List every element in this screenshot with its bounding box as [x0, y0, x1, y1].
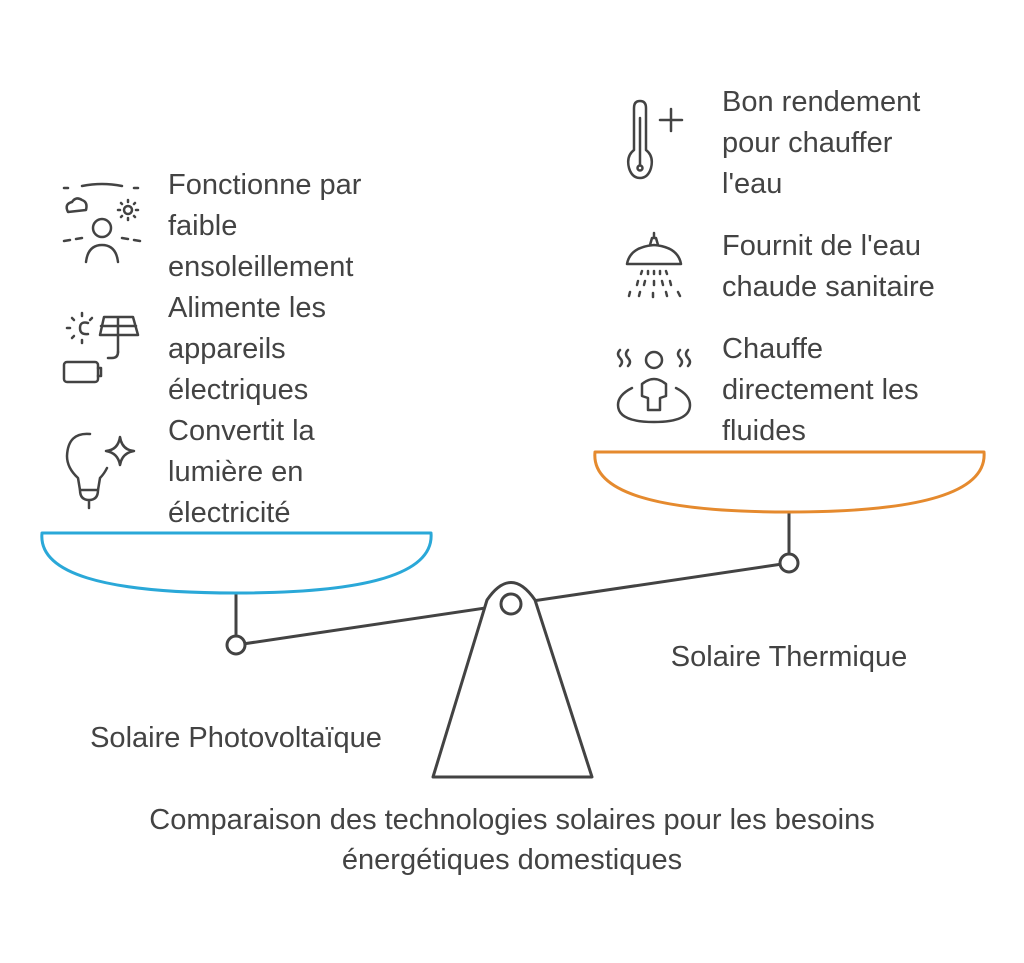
heated-person-icon	[616, 348, 692, 424]
text-line: Alimente les	[168, 292, 326, 324]
fulcrum	[431, 581, 594, 779]
text-line: chaude sanitaire	[722, 271, 935, 303]
text-line: fluides	[722, 415, 806, 447]
text-line: directement les	[722, 374, 919, 406]
text-line: ensoleillement	[168, 251, 354, 283]
text-line: faible	[168, 210, 238, 242]
title-line: Comparaison des technologies solaires po…	[149, 804, 875, 836]
right-item-1: Bon rendement pour chauffer l'eau	[722, 82, 920, 205]
left-item-2: Alimente les appareils électriques	[168, 288, 326, 411]
text-line: Chauffe	[722, 333, 824, 365]
text-line: Fournit de l'eau	[722, 230, 921, 262]
left-item-1: Fonctionne par faible ensoleillement	[168, 165, 361, 288]
text-line: l'eau	[722, 168, 783, 200]
left-item-3: Convertit la lumière en électricité	[168, 411, 315, 534]
thermometer-plus-icon	[626, 99, 684, 180]
photovoltaic-label: Solaire Photovoltaïque	[90, 722, 382, 754]
text-line: Bon rendement	[722, 86, 921, 118]
right-item-2: Fournit de l'eau chaude sanitaire	[722, 226, 935, 308]
left-pan	[40, 531, 433, 595]
weather-person-icon	[62, 182, 142, 264]
right-pan	[593, 450, 986, 514]
thermal-label: Solaire Thermique	[670, 641, 908, 673]
text-line: électriques	[168, 374, 309, 406]
text-line: pour chauffer	[722, 127, 893, 159]
right-item-3: Chauffe directement les fluides	[722, 329, 919, 452]
right-joint	[778, 552, 800, 574]
text-line: Convertit la	[168, 415, 315, 447]
text-line: électricité	[168, 497, 291, 529]
left-joint	[225, 634, 247, 656]
text-line: Fonctionne par	[168, 169, 362, 201]
diagram-title: Comparaison des technologies solaires po…	[0, 800, 1024, 880]
solar-panel-battery-icon	[62, 311, 140, 384]
pivot	[499, 592, 523, 616]
lightbulb-sparkle-icon	[65, 432, 136, 510]
text-line: appareils	[168, 333, 286, 365]
shower-icon	[625, 231, 683, 299]
text-line: lumière en	[168, 456, 304, 488]
title-line: énergétiques domestiques	[341, 844, 683, 876]
